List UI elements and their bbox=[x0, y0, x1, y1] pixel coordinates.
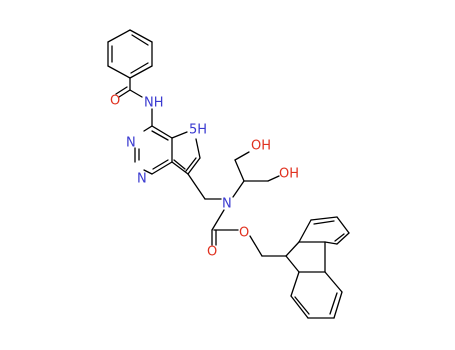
serinol-fragment bbox=[232, 151, 280, 198]
pyrrole-ring bbox=[171, 131, 201, 175]
carbamate-group bbox=[211, 209, 287, 257]
pyrimidine-n1-label: N bbox=[137, 172, 147, 187]
fluorene-lower-ring bbox=[290, 271, 343, 319]
amide-oxygen-label: O bbox=[110, 94, 120, 109]
tertiary-n-label: N bbox=[222, 197, 232, 212]
ester-oxygen-label: O bbox=[239, 226, 249, 241]
fluorene-upper-ring bbox=[298, 216, 350, 245]
benzoyl-phenyl-ring bbox=[107, 29, 153, 79]
hydroxyl-upper-label: OH bbox=[251, 139, 271, 154]
amide-nh-label: NH bbox=[144, 96, 164, 111]
pyrimidine-ring bbox=[134, 125, 173, 175]
pyrimidine-n3-label: N bbox=[126, 136, 136, 151]
pyrrole-nh-label: 5H bbox=[189, 123, 207, 138]
carbonyl-oxygen-label: O bbox=[207, 245, 217, 260]
methylene-linker bbox=[187, 173, 222, 200]
fluorene-five-ring bbox=[285, 241, 326, 273]
benzamide-linker bbox=[115, 77, 153, 127]
hydroxyl-lower-label: OH bbox=[279, 167, 299, 182]
